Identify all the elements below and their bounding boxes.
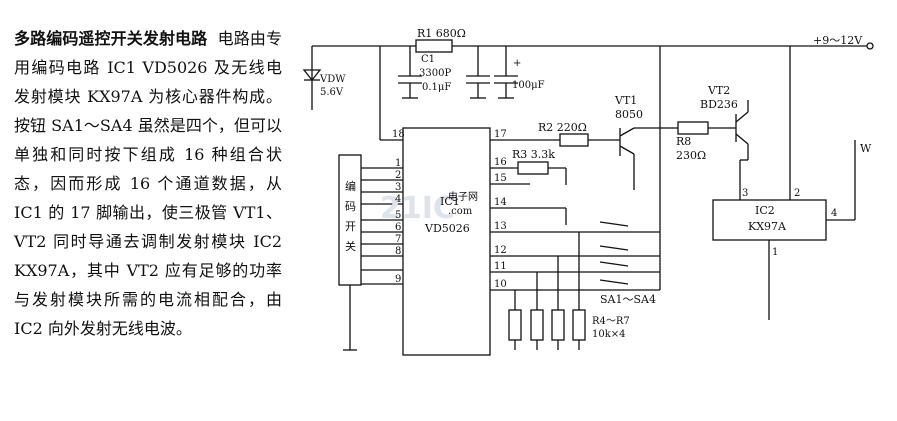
r2-label: R2 220Ω	[538, 121, 587, 134]
pin-11: 11	[494, 261, 507, 272]
pin-6: 6	[395, 222, 401, 233]
pin-1: 1	[395, 158, 401, 169]
ic2-part: KX97A	[748, 220, 787, 233]
pin-17: 17	[494, 129, 507, 140]
c2-value: 0.1μF	[422, 82, 451, 93]
pin-16: 16	[494, 157, 507, 168]
ic2-pin1: 1	[772, 247, 778, 258]
pin-9: 9	[395, 274, 401, 285]
vdw-label: VDW	[319, 74, 346, 85]
encoder-char-2: 码	[345, 200, 356, 213]
vt2-part: BD236	[700, 98, 738, 111]
watermark: 21IC	[380, 191, 455, 226]
pin-14: 14	[494, 197, 507, 208]
encoder-char-1: 编	[345, 179, 356, 193]
pin-13: 13	[494, 221, 507, 232]
pin-8: 8	[395, 246, 401, 257]
r8-value: 230Ω	[676, 149, 706, 162]
ic2-pin4: 4	[831, 208, 837, 219]
r4r7-label: R4～R7	[592, 316, 630, 327]
c3-plus: +	[513, 58, 521, 69]
ic2-pin2: 2	[794, 188, 800, 199]
r3-label: R3 3.3k	[512, 148, 555, 161]
vdw-value: 5.6V	[320, 87, 344, 98]
watermark-com: .com	[448, 206, 473, 217]
vt1-label: VT1	[614, 94, 637, 107]
supply-label: +9～12V	[813, 34, 863, 47]
vt2-label: VT2	[707, 84, 730, 97]
pin-3: 3	[395, 182, 401, 193]
c1-value: 3300P	[419, 68, 451, 79]
pin-4: 4	[395, 194, 401, 205]
ic2-pin3: 3	[742, 188, 748, 199]
pin-15: 15	[494, 173, 507, 184]
article-title: 多路编码遥控开关发射电路	[14, 29, 208, 48]
watermark-sub: 电子网	[448, 190, 478, 203]
pin-5: 5	[395, 210, 401, 221]
pin-7: 7	[395, 234, 401, 245]
pin-18: 18	[392, 129, 405, 140]
r1-label: R1 680Ω	[417, 27, 466, 40]
pin-2: 2	[395, 170, 401, 181]
c1-label: C1	[421, 54, 435, 65]
pin-10: 10	[494, 279, 507, 290]
ic2-name: IC2	[755, 204, 775, 217]
sa-label: SA1～SA4	[600, 293, 656, 306]
article-text: 多路编码遥控开关发射电路 电路由专用编码电路 IC1 VD5026 及无线电发射…	[14, 24, 282, 343]
vt1-part: 8050	[615, 108, 643, 121]
ic1-name: IC1	[440, 195, 460, 208]
circuit-schematic: 21IC 电子网 .com +9～12V R1 680Ω C1 3300P 0.…	[302, 27, 874, 356]
encoder-char-3: 开	[345, 220, 356, 233]
r4r7-value: 10k×4	[592, 329, 626, 340]
c3-value: 100μF	[512, 80, 545, 91]
r8-label: R8	[676, 135, 691, 148]
antenna-label: W	[860, 142, 872, 155]
encoder-char-4: 关	[345, 239, 356, 253]
ic1-part: VD5026	[424, 222, 470, 235]
pin-12: 12	[494, 245, 507, 256]
article-body: 电路由专用编码电路 IC1 VD5026 及无线电发射模块 KX97A 为核心器…	[14, 29, 282, 338]
